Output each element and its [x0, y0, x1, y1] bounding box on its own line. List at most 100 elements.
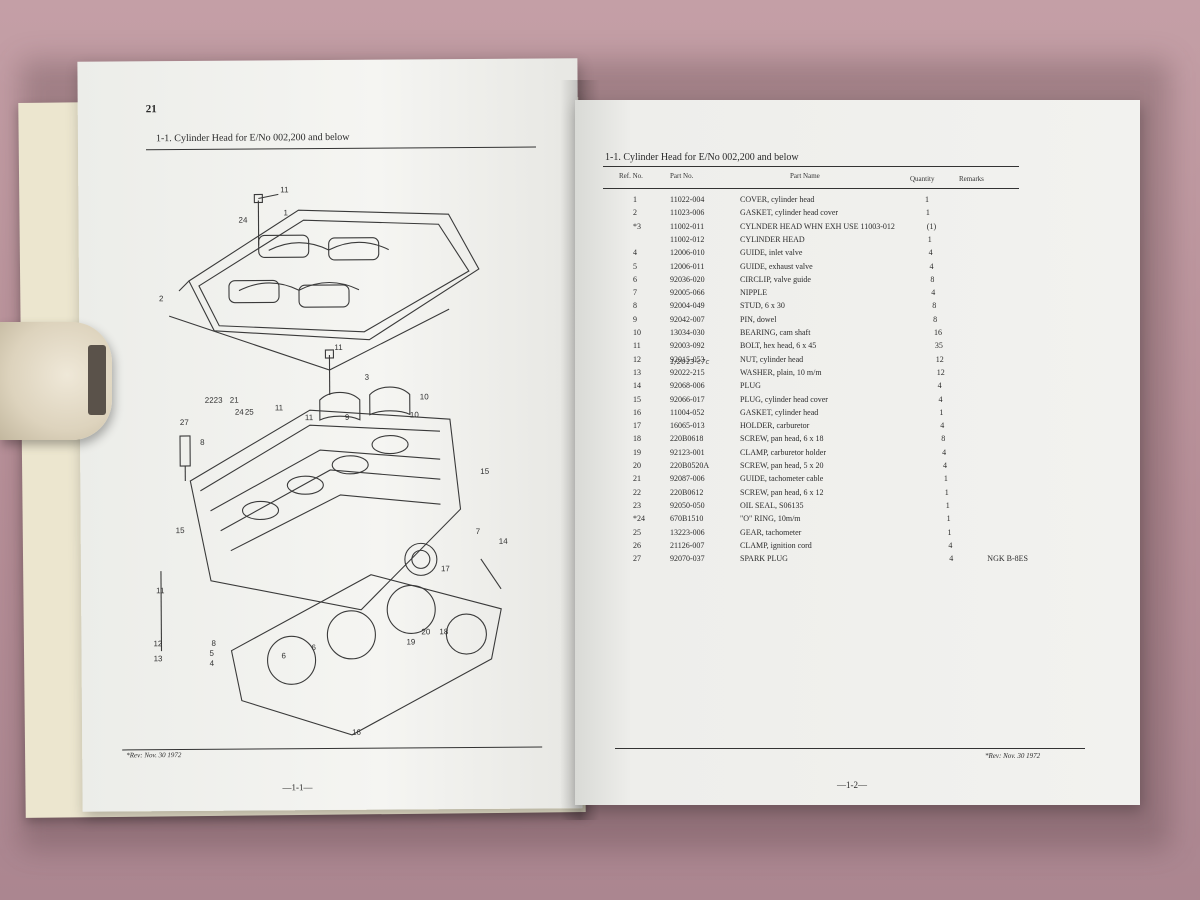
svg-text:25: 25	[245, 408, 255, 417]
quantity-cell: 1	[943, 474, 948, 484]
col-part-name: Part Name	[790, 172, 820, 180]
right-page-title: 1-1. Cylinder Head for E/No 002,200 and …	[605, 152, 799, 163]
quantity-cell: 1	[946, 514, 951, 524]
svg-text:18: 18	[439, 627, 449, 636]
quantity-cell: 1	[947, 527, 952, 537]
svg-text:2: 2	[159, 294, 164, 303]
svg-text:11: 11	[334, 343, 343, 352]
ref-no-cell: 4	[633, 248, 637, 258]
svg-text:27: 27	[180, 418, 190, 427]
quantity-cell: 4	[931, 288, 936, 298]
svg-text:4: 4	[210, 659, 215, 668]
part-name-cell: "O" RING, 10m/m	[740, 514, 801, 524]
roll-label-tag	[88, 345, 106, 415]
svg-text:15: 15	[480, 467, 490, 476]
ref-no-cell: 17	[633, 421, 641, 431]
left-page: 21 1-1. Cylinder Head for E/No 002,200 a…	[77, 58, 583, 812]
part-name-cell: WASHER, plain, 10 m/m	[740, 367, 822, 377]
part-name-cell: CLAMP, carburetor holder	[740, 447, 826, 457]
part-no-cell: 92003-092	[670, 341, 705, 351]
svg-text:10: 10	[420, 392, 430, 401]
part-name-cell: CIRCLIP, valve guide	[740, 274, 811, 284]
ref-no-cell: 8	[633, 301, 637, 311]
svg-text:5: 5	[209, 649, 214, 658]
ref-no-cell: 12	[633, 354, 641, 364]
part-name-cell: GEAR, tachometer	[740, 527, 802, 537]
table-row: 7 92005-066 NIPPLE 4	[575, 288, 1140, 301]
svg-text:17: 17	[441, 564, 451, 573]
table-row: 5 12006-011 GUIDE, exhaust valve 4	[575, 262, 1140, 275]
quantity-cell: 8	[941, 434, 946, 444]
ref-no-cell: 22	[633, 487, 641, 497]
part-name-cell: CYLINDER HEAD	[740, 234, 805, 244]
left-page-footer: —1-1—	[282, 782, 313, 793]
part-no-cell: 11002-011	[670, 221, 705, 231]
page-code: 21	[145, 103, 157, 116]
part-name-cell: NIPPLE	[740, 288, 768, 298]
part-name-cell: BEARING, cam shaft	[740, 328, 811, 337]
svg-text:8: 8	[200, 438, 205, 447]
left-page-title: 1-1. Cylinder Head for E/No 002,200 and …	[155, 131, 350, 145]
part-name-cell: GUIDE, tachometer cable	[740, 474, 824, 484]
ref-no-cell: 18	[633, 434, 641, 444]
part-name-cell: GUIDE, exhaust valve	[740, 261, 813, 271]
col-ref-no: Ref. No.	[619, 172, 643, 180]
quantity-cell: 4	[949, 554, 954, 564]
svg-text:3: 3	[365, 373, 370, 382]
part-no-cell: 13223-006	[670, 527, 705, 537]
quantity-cell: 1	[925, 195, 929, 204]
svg-text:11: 11	[280, 185, 289, 194]
part-name-cell: GASKET, cylinder head cover	[740, 208, 839, 218]
part-no-cell: 92070-037	[670, 554, 705, 564]
part-no-cell: 11004-052	[670, 407, 705, 417]
ref-no-cell: 14	[633, 381, 641, 391]
part-no-cell: 670B1510	[670, 514, 704, 524]
part-name-cell: GUIDE, inlet valve	[740, 248, 803, 258]
title-rule	[146, 146, 536, 151]
svg-text:21: 21	[230, 396, 240, 405]
part-no-cell: 16065-013	[670, 421, 705, 431]
remarks-cell: NGK B-8ES	[987, 554, 1028, 564]
ref-no-cell: 7	[633, 288, 637, 298]
part-no-cell: 11023-006	[670, 208, 705, 218]
handwritten-note: 1/2013-c7c	[670, 358, 710, 366]
part-no-cell: 11002-012	[670, 234, 705, 244]
ref-no-cell: 1	[633, 195, 637, 204]
part-no-cell: 92123-001	[670, 447, 705, 457]
part-name-cell: CLAMP, ignition cord	[740, 540, 812, 550]
svg-text:16: 16	[352, 728, 362, 737]
part-no-cell: 92005-066	[670, 288, 705, 298]
part-no-cell: 92004-049	[670, 301, 705, 311]
svg-text:2223: 2223	[205, 396, 223, 405]
ref-no-cell: 21	[633, 474, 641, 484]
svg-text:6: 6	[311, 643, 316, 652]
svg-text:11: 11	[275, 403, 284, 412]
quantity-cell: 4	[929, 261, 934, 271]
svg-text:11: 11	[305, 413, 314, 422]
svg-text:13: 13	[154, 654, 164, 663]
col-quantity: Quantity	[910, 175, 935, 183]
ref-no-cell: 9	[633, 314, 637, 324]
part-no-cell: 220B0520A	[670, 461, 710, 470]
quantity-cell: 35	[934, 341, 943, 351]
ref-no-cell: 23	[633, 500, 641, 510]
ref-no-cell: 5	[633, 261, 637, 271]
ref-no-cell: *24	[633, 514, 645, 524]
ref-no-cell: 27	[633, 554, 641, 564]
part-no-cell: 92022-215	[670, 367, 705, 377]
part-no-cell: 12006-011	[670, 261, 705, 271]
quantity-cell: 16	[934, 328, 942, 337]
